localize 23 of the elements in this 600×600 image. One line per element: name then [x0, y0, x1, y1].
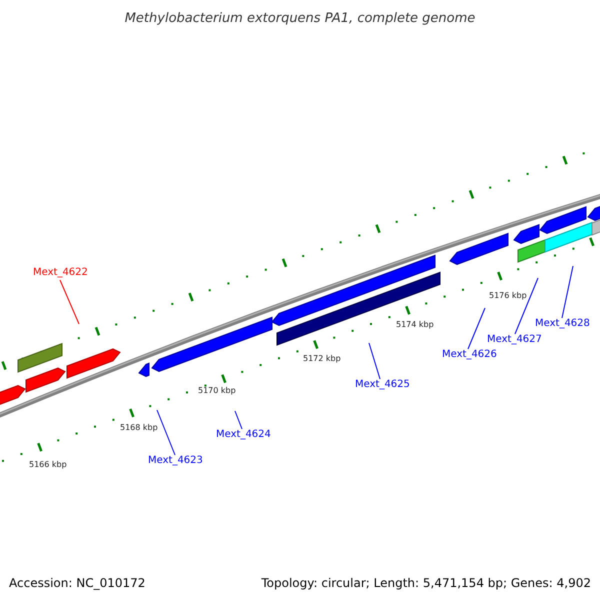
gene-label: Mext_4626 — [442, 348, 497, 361]
leader-line — [514, 278, 538, 334]
position-label: 5174 kbp — [396, 320, 434, 330]
position-label: 5172 kbp — [303, 354, 341, 364]
position-label: 5168 kbp — [120, 423, 158, 433]
leader-line — [368, 342, 380, 380]
gene-label: Mext_4624 — [216, 428, 271, 441]
leader-line — [60, 280, 80, 324]
leader-line — [234, 410, 242, 430]
gene-label: Mext_4622 — [33, 266, 88, 279]
gene-label: Mext_4628 — [535, 317, 590, 330]
leader-line — [468, 308, 486, 350]
gene-label: Mext_4625 — [355, 378, 410, 391]
leader-line — [156, 410, 176, 456]
position-label: 5176 kbp — [489, 291, 527, 301]
gene-label: Mext_4623 — [148, 454, 203, 467]
accession-text: Accession: NC_010172 — [9, 575, 146, 592]
position-label: 5170 kbp — [198, 386, 236, 396]
gene-label: Mext_4627 — [487, 333, 542, 346]
position-label: 5166 kbp — [29, 460, 67, 470]
leader-line — [562, 266, 574, 318]
title: Methylobacterium extorquens PA1, complete genome — [124, 10, 476, 28]
genome-summary-text: Topology: circular; Length: 5,471,154 bp; Genes: 4,902 — [261, 575, 591, 592]
